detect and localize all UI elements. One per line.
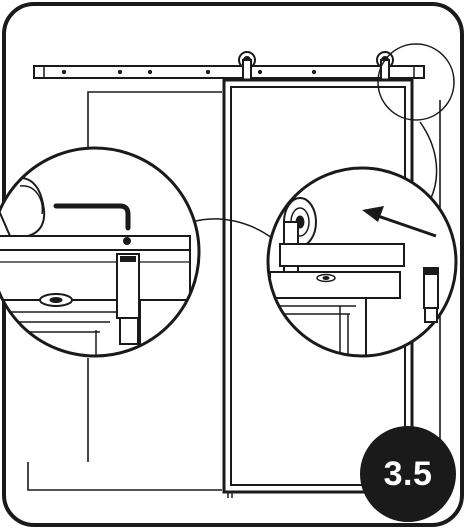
- door-stopper-left: [116, 253, 140, 345]
- hex-key-icon: [53, 203, 131, 245]
- door-stopper-right: [423, 267, 439, 323]
- direction-arrow-icon: [362, 206, 437, 238]
- barn-door-rail: [33, 65, 425, 79]
- magnified-detail-left: [0, 146, 201, 358]
- step-number-label: 3.5: [383, 454, 433, 493]
- magnified-detail-right: [266, 166, 458, 358]
- detail-callout: [191, 43, 455, 239]
- step-number-badge: 3.5: [360, 426, 456, 522]
- door-roller-left: [238, 51, 256, 85]
